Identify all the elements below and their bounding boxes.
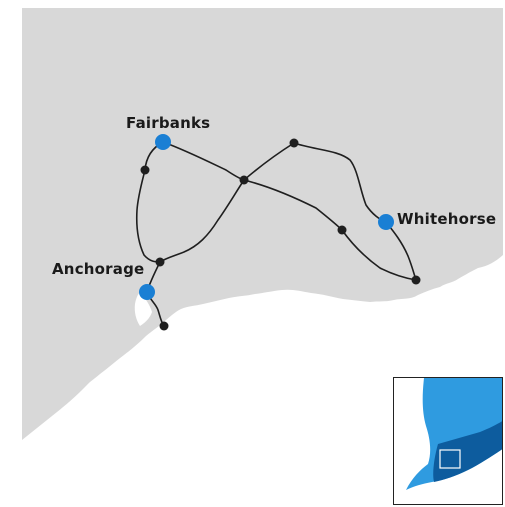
inset-highlight-region [433,421,502,482]
stop-marker [411,275,421,285]
stop-marker [159,321,169,331]
route-north-east [293,142,387,223]
route-whitehorse-coast [385,221,417,281]
inset-svg [394,378,502,504]
inset-frame-marker [439,449,461,469]
stop-marker [337,225,347,235]
route-fairbanks-east [162,141,245,181]
city-marker-anchorage [139,284,155,300]
city-label-anchorage: Anchorage [52,260,145,278]
route-hub-south [159,179,245,263]
city-label-fairbanks: Fairbanks [126,114,211,132]
inlet-water [134,292,152,326]
land-mass [22,8,503,432]
locator-inset-map [393,377,503,505]
peninsula-land [22,300,128,440]
stop-marker [140,165,150,175]
city-marker-fairbanks [155,134,171,150]
stop-markers [140,138,421,331]
route-fairbanks-west-loop [135,141,164,263]
stop-marker [239,175,249,185]
city-markers [139,134,394,300]
route-hub-north [243,142,295,181]
city-label-whitehorse: Whitehorse [397,210,497,228]
city-marker-whitehorse [378,214,394,230]
stop-marker [155,257,165,267]
stop-marker [289,138,299,148]
